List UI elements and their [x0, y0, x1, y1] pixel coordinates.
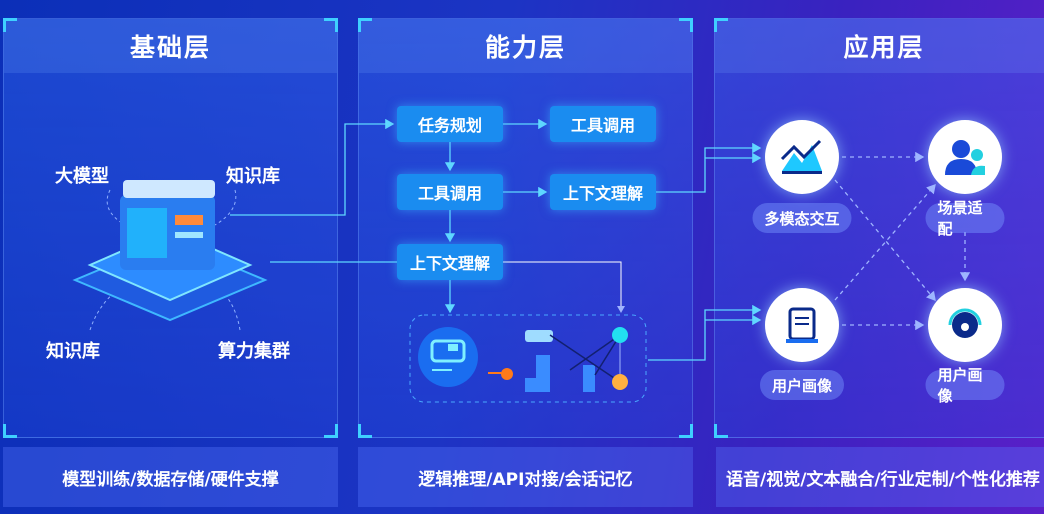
task-planning-box: 任务规划 [397, 106, 503, 142]
application-footer: 语音/视觉/文本融合/行业定制/个性化推荐 [716, 447, 1044, 507]
multimodal-node [765, 120, 839, 194]
scene-adaptation-node [928, 120, 1002, 194]
workflow-illustration [418, 327, 628, 392]
label-knowledge-base: 知识库 [226, 166, 280, 187]
label-knowledge-base-2: 知识库 [46, 341, 100, 362]
chart-mountain-icon [780, 139, 822, 174]
corner-decoration [324, 424, 338, 438]
corner-decoration [324, 18, 338, 32]
corner-decoration [714, 18, 728, 32]
user-profile-label: 用户画像 [759, 370, 845, 400]
scene-adaptation-label: 场景适配 [925, 199, 1005, 238]
tool-calling-box-2: 工具调用 [397, 174, 503, 210]
corner-decoration [358, 18, 372, 32]
label-compute-cluster: 算力集群 [218, 341, 290, 362]
user-profile-label-2: 用户画像 [925, 366, 1005, 405]
multimodal-label: 多模态交互 [752, 203, 852, 233]
capability-title: 能力层 [359, 19, 692, 73]
application-title: 应用层 [715, 19, 1044, 73]
user-profile-node [765, 288, 839, 362]
foundation-title: 基础层 [4, 19, 337, 73]
user-profile-node-2 [928, 288, 1002, 362]
document-icon [786, 307, 818, 343]
label-large-model: 大模型 [55, 166, 109, 187]
foundation-footer: 模型训练/数据存储/硬件支撑 [3, 447, 338, 507]
corner-decoration [679, 18, 693, 32]
corner-decoration [3, 18, 17, 32]
corner-decoration [358, 424, 372, 438]
application-panel: 应用层 [714, 18, 1044, 438]
context-understanding-box-2: 上下文理解 [397, 244, 503, 280]
foundation-panel: 基础层 [3, 18, 338, 438]
tool-calling-box: 工具调用 [550, 106, 656, 142]
context-understanding-box: 上下文理解 [550, 174, 656, 210]
headset-icon [948, 308, 982, 338]
server-cube-icon [72, 180, 268, 322]
corner-decoration [3, 424, 17, 438]
corner-decoration [679, 424, 693, 438]
corner-decoration [714, 424, 728, 438]
capability-footer: 逻辑推理/API对接/会话记忆 [358, 447, 693, 507]
users-icon [945, 140, 985, 175]
